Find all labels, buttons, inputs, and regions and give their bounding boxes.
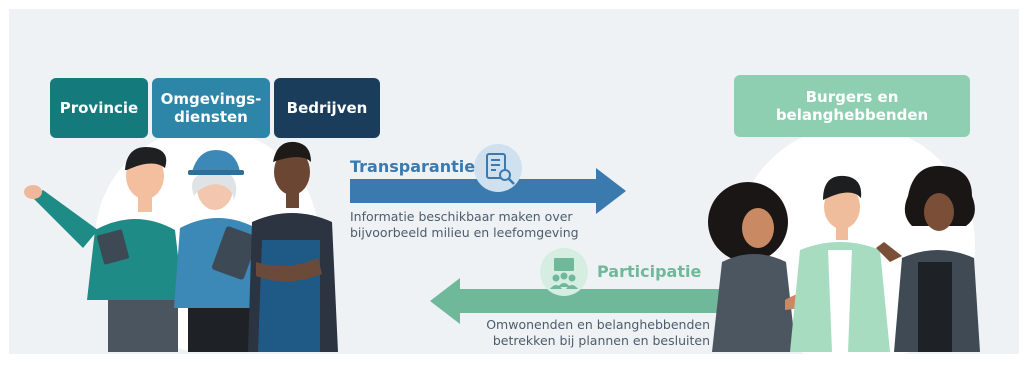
burgers-label: Burgers en belanghebbenden (734, 75, 970, 137)
participatie-arrow (430, 278, 719, 324)
group-presentation-icon (540, 248, 588, 296)
person-provincie-figure (24, 146, 183, 352)
provincie-text: Provincie (59, 99, 139, 117)
participatie-description: Omwonenden en belanghebbenden betrekken … (460, 317, 710, 349)
bedrijven-text: Bedrijven (286, 99, 368, 117)
person-bedrijven-figure (248, 141, 338, 352)
burgers-text-line2: belanghebbenden (775, 106, 929, 124)
burgers-text-line1: Burgers en (805, 88, 899, 106)
person-omgevingsdiensten-figure (174, 150, 262, 352)
omgevingsdiensten-label: Omgevings- diensten (152, 78, 270, 138)
transparantie-title: Transparantie (350, 157, 476, 176)
omgevingsdiensten-text-line2: diensten (174, 108, 248, 126)
document-search-icon (474, 144, 522, 192)
participatie-desc-line1: Omwonenden en belanghebbenden (486, 317, 710, 332)
transparantie-desc-line1: Informatie beschikbaar maken over (350, 209, 573, 224)
person-curly-hair-figure (708, 182, 815, 352)
person-dark-hair-figure (876, 165, 980, 352)
participatie-desc-line2: betrekken bij plannen en besluiten (492, 333, 710, 348)
transparantie-description: Informatie beschikbaar maken over bijvoo… (350, 209, 579, 241)
transparantie-desc-line2: bijvoorbeeld milieu en leefomgeving (350, 225, 579, 240)
transparantie-arrow (350, 168, 626, 214)
omgevingsdiensten-text-line1: Omgevings- (160, 90, 262, 108)
participatie-title: Participatie (597, 262, 702, 281)
bedrijven-label: Bedrijven (274, 78, 380, 138)
person-green-blazer-figure (790, 175, 890, 352)
provincie-label: Provincie (50, 78, 148, 138)
